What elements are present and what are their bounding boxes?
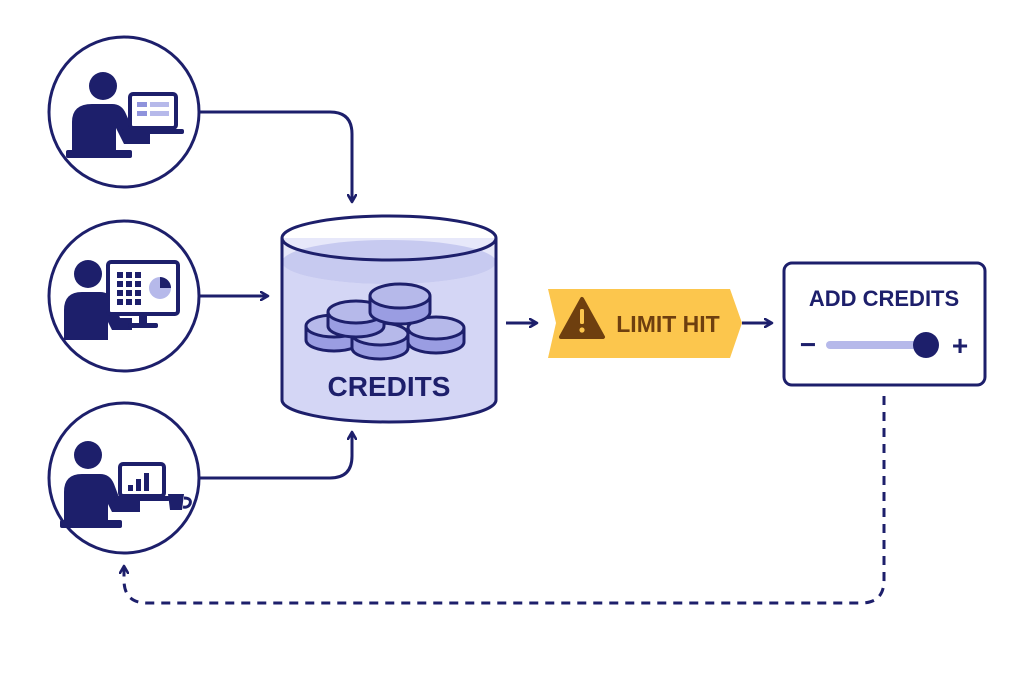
connector-user3-to-pool xyxy=(199,432,352,480)
credits-slider-track[interactable] xyxy=(826,341,930,349)
coin-stack-icon xyxy=(304,282,466,361)
add-credits-title: ADD CREDITS xyxy=(809,286,959,311)
connector-user1-to-pool xyxy=(199,110,352,202)
person-at-monitor-icon xyxy=(64,260,180,340)
pool-label: CREDITS xyxy=(328,371,451,402)
user-circle-2 xyxy=(47,219,201,373)
decrease-button[interactable]: − xyxy=(800,329,816,360)
credits-slider-thumb[interactable] xyxy=(913,332,939,358)
coin-2 xyxy=(350,321,410,361)
user-circle-3 xyxy=(47,401,201,555)
credits-pool: CREDITS xyxy=(280,214,498,424)
coin-3 xyxy=(406,315,466,355)
add-credits-panel: ADD CREDITS − + xyxy=(782,261,987,387)
warning-icon xyxy=(559,297,605,339)
person-at-laptop-icon xyxy=(66,72,184,158)
increase-button[interactable]: + xyxy=(952,330,968,361)
user-circle-1 xyxy=(47,35,201,189)
limit-hit-alert: LIMIT HIT xyxy=(548,289,742,358)
limit-hit-label: LIMIT HIT xyxy=(616,311,719,337)
coin-5 xyxy=(368,282,432,326)
dashed-return-connector xyxy=(124,396,886,605)
person-at-laptop-with-cup-icon xyxy=(60,441,192,528)
